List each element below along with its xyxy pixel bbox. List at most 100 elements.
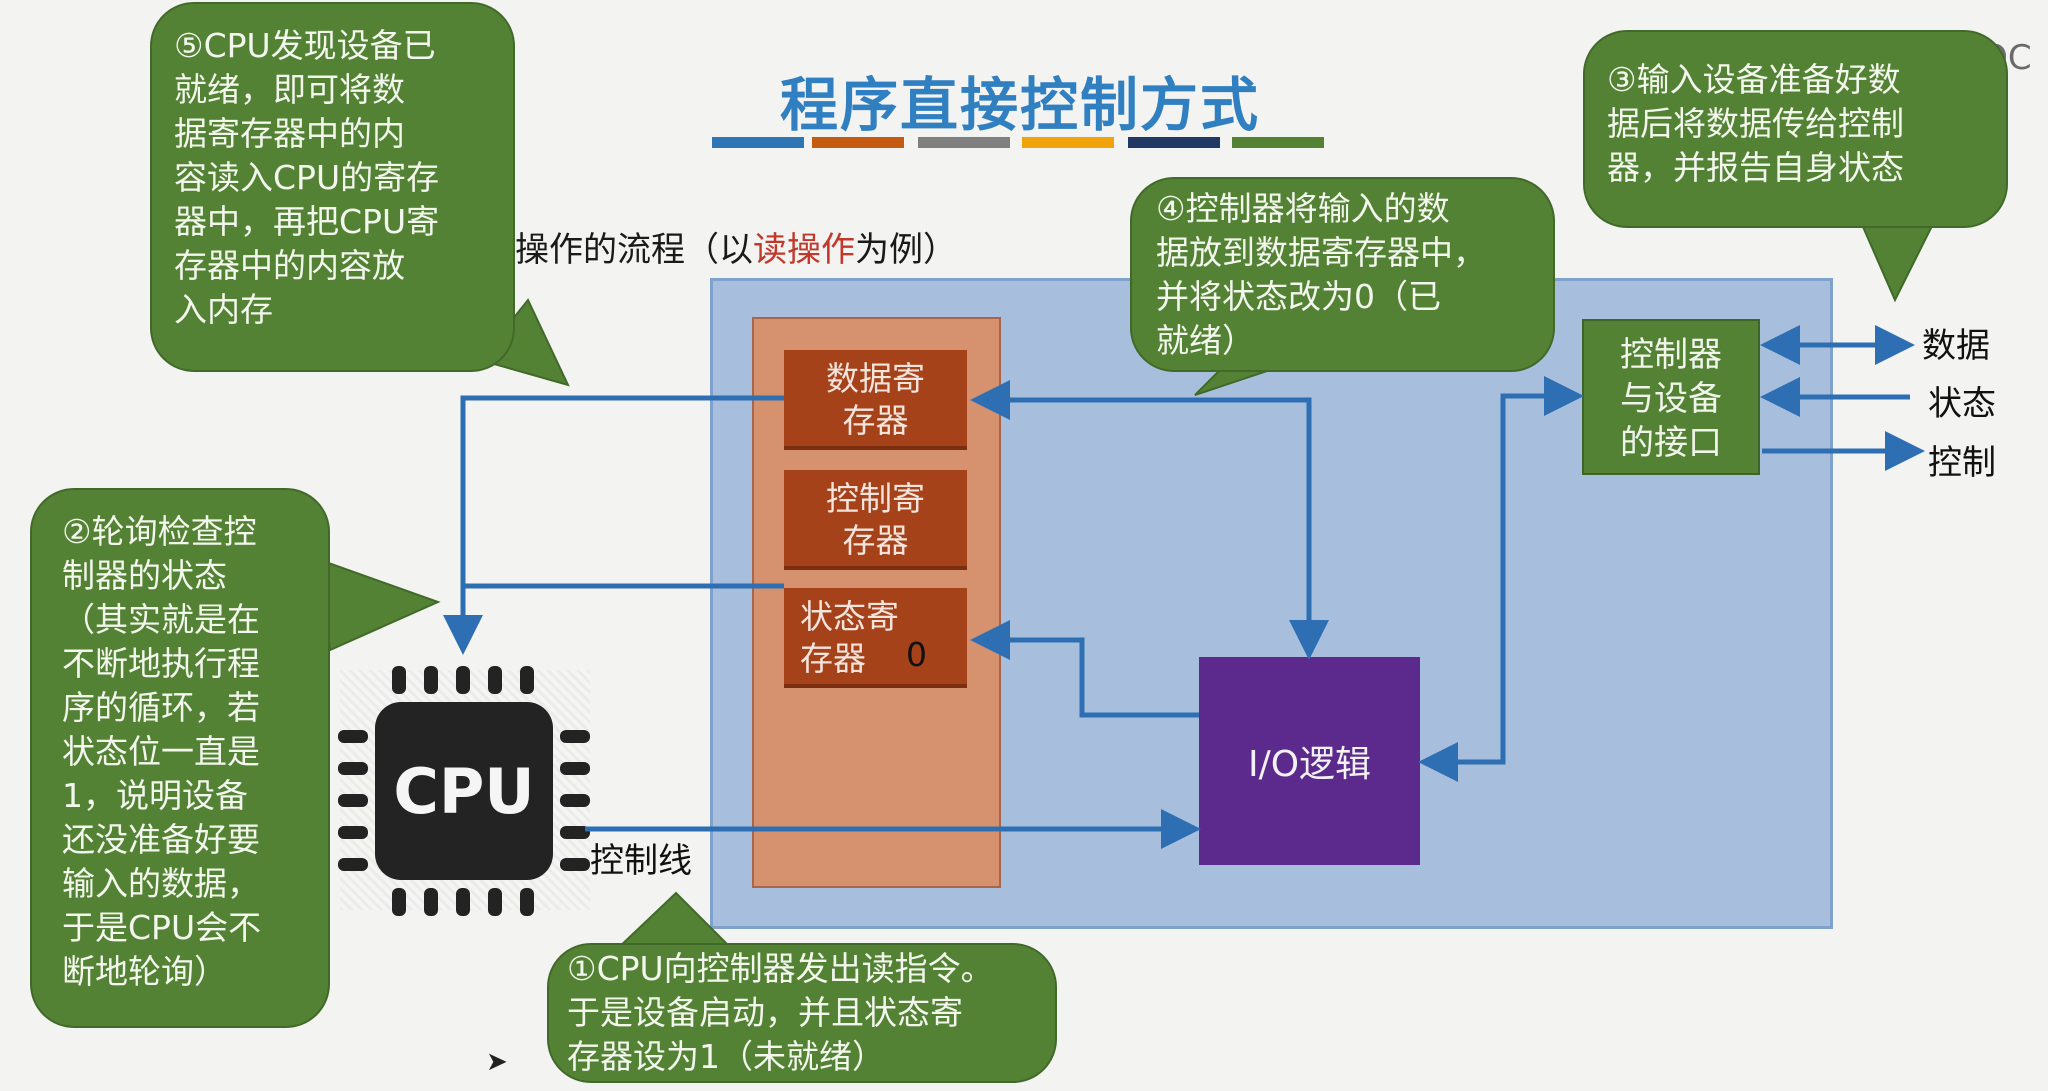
callout-line: ④控制器将输入的数 xyxy=(1156,189,1450,228)
callout-step2: ②轮询检查控制器的状态 （其实就是在不断地执行程序的循环，若状态位一直是 1，说明设… xyxy=(30,488,330,1028)
callout-step4-text: ④控制器将输入的数据放到数据寄存器中， 并将状态改为0（已就绪） xyxy=(1156,187,1529,363)
label-line: 数据寄 xyxy=(826,359,925,398)
cpu-pin xyxy=(560,858,590,871)
callout-line: 并将状态改为0（已 xyxy=(1156,277,1441,316)
arrow-io-to-data-register xyxy=(970,380,1329,660)
callout-line: ⑤CPU发现设备已 xyxy=(174,26,436,65)
mouse-cursor-icon: ➤ xyxy=(486,1047,508,1077)
label-line: 存器 xyxy=(842,521,909,560)
label-line: 状态寄 xyxy=(800,597,899,636)
callout-line: 于是CPU会不 xyxy=(62,908,262,947)
callout-step1: ①CPU向控制器发出读指令。于是设备启动，并且状态寄存器设为1（未就绪） xyxy=(547,943,1057,1083)
callout-step3-text: ③输入设备准备好数据后将数据传给控制器，并报告自身状态 xyxy=(1607,58,1984,190)
data-register-label: 数据寄存器 xyxy=(784,358,967,442)
callout-line: 存器中的内容放 xyxy=(174,246,405,285)
callout-line: 容读入CPU的寄存 xyxy=(174,158,440,197)
io-logic-label: I/O逻辑 xyxy=(1247,744,1372,785)
callout-line: 输入的数据， xyxy=(62,864,260,903)
callout-line: 存器设为1（未就绪） xyxy=(567,1037,885,1076)
cpu-pin xyxy=(338,794,368,807)
callout-line: （其实就是在 xyxy=(62,600,260,639)
callout-line: 器，并报告自身状态 xyxy=(1607,148,1904,187)
signal-data-label: 数据 xyxy=(1922,326,1990,366)
callout-line: 就绪） xyxy=(1156,321,1255,360)
cpu-pin xyxy=(560,762,590,775)
cpu-pin xyxy=(338,858,368,871)
callout-line: 不断地执行程 xyxy=(62,644,260,683)
callout-line: 于是设备启动，并且状态寄 xyxy=(567,993,963,1032)
cpu-pin xyxy=(424,666,438,694)
cpu-pin xyxy=(560,826,590,839)
label-line: 的接口 xyxy=(1620,423,1722,463)
cpu-pin xyxy=(392,666,406,694)
title-underline-segment xyxy=(712,137,804,148)
callout-step4: ④控制器将输入的数据放到数据寄存器中， 并将状态改为0（已就绪） xyxy=(1130,177,1555,372)
device-interface-box: 控制器与设备的接口 xyxy=(1582,319,1760,475)
cpu-pin xyxy=(338,762,368,775)
cpu-label: CPU xyxy=(393,754,535,828)
subtitle-prefix: 操作的流程（以 xyxy=(515,230,753,270)
cpu-pin xyxy=(424,888,438,916)
cpu-icon: CPU xyxy=(375,702,553,880)
signal-status-label: 状态 xyxy=(1928,384,1996,424)
callout-line: 还没准备好要 xyxy=(62,820,260,859)
callout-line: ①CPU向控制器发出读指令。 xyxy=(567,949,994,988)
callout-step5-text: ⑤CPU发现设备已就绪，即可将数据寄存器中的内容读入CPU的寄存器中，再把CPU… xyxy=(174,24,491,332)
callout-line: 断地轮询） xyxy=(62,952,227,991)
control-line-label: 控制线 xyxy=(590,841,692,881)
cpu-chip: CPU xyxy=(330,660,600,920)
cpu-pin xyxy=(338,826,368,839)
callout-step2-text: ②轮询检查控制器的状态 （其实就是在不断地执行程序的循环，若状态位一直是 1，说明设… xyxy=(62,510,298,994)
callout-line: 状态位一直是 xyxy=(62,732,260,771)
callout-line: 就绪，即可将数 xyxy=(174,70,405,109)
title-underline-segment xyxy=(1022,137,1114,148)
subtitle-suffix: 为例） xyxy=(855,230,957,270)
status-register: 状态寄存器 0 xyxy=(784,588,967,688)
title-underline-segment xyxy=(1128,137,1220,148)
cpu-pin xyxy=(488,666,502,694)
io-logic-box: I/O逻辑 xyxy=(1199,657,1420,865)
cpu-pin xyxy=(560,730,590,743)
callout-line: 1，说明设备 xyxy=(62,776,248,815)
subtitle: 操作的流程（以读操作为例） xyxy=(515,222,957,271)
signal-control-label: 控制 xyxy=(1928,443,1996,483)
callout-line: ②轮询检查控 xyxy=(62,512,257,551)
arrow-io-to-status-register xyxy=(970,620,1199,718)
status-register-value: 0 xyxy=(906,635,927,674)
control-register-label: 控制寄存器 xyxy=(784,478,967,562)
callout-line: ③输入设备准备好数 xyxy=(1607,60,1901,99)
subtitle-highlight: 读操作 xyxy=(753,230,855,270)
cpu-pin xyxy=(520,666,534,694)
cpu-pin xyxy=(488,888,502,916)
cpu-pin xyxy=(560,794,590,807)
callout-step1-tail xyxy=(613,891,736,951)
arrow-io-to-interface xyxy=(1418,376,1584,782)
callout-line: 入内存 xyxy=(174,290,273,329)
title-underline-segment xyxy=(812,137,904,148)
label-line: 存器 xyxy=(800,639,866,678)
cpu-pin xyxy=(456,888,470,916)
callout-line: 据后将数据传给控制 xyxy=(1607,104,1904,143)
callout-step5: ⑤CPU发现设备已就绪，即可将数据寄存器中的内容读入CPU的寄存器中，再把CPU… xyxy=(150,2,515,372)
title-underline-segment xyxy=(918,137,1010,148)
data-register: 数据寄存器 xyxy=(784,350,967,450)
device-interface-label: 控制器与设备的接口 xyxy=(1584,333,1758,465)
callout-line: 制器的状态 xyxy=(62,556,227,595)
callout-step2-tail xyxy=(318,558,441,652)
label-line: 控制寄 xyxy=(826,479,925,518)
slide-title: 程序直接控制方式 xyxy=(780,71,1261,139)
callout-line: 据寄存器中的内 xyxy=(174,114,405,153)
cpu-pin xyxy=(392,888,406,916)
label-line: 存器 xyxy=(842,401,909,440)
title-underline-segment xyxy=(1232,137,1324,148)
callout-step1-text: ①CPU向控制器发出读指令。于是设备启动，并且状态寄存器设为1（未就绪） xyxy=(567,947,1037,1079)
cpu-pin xyxy=(520,888,534,916)
label-line: 控制器 xyxy=(1620,335,1722,375)
cpu-pin xyxy=(456,666,470,694)
callout-line: 据放到数据寄存器中， xyxy=(1156,233,1486,272)
status-register-label: 状态寄存器 xyxy=(800,596,967,680)
label-line: 与设备 xyxy=(1620,379,1722,419)
callout-line: 序的循环，若 xyxy=(62,688,260,727)
